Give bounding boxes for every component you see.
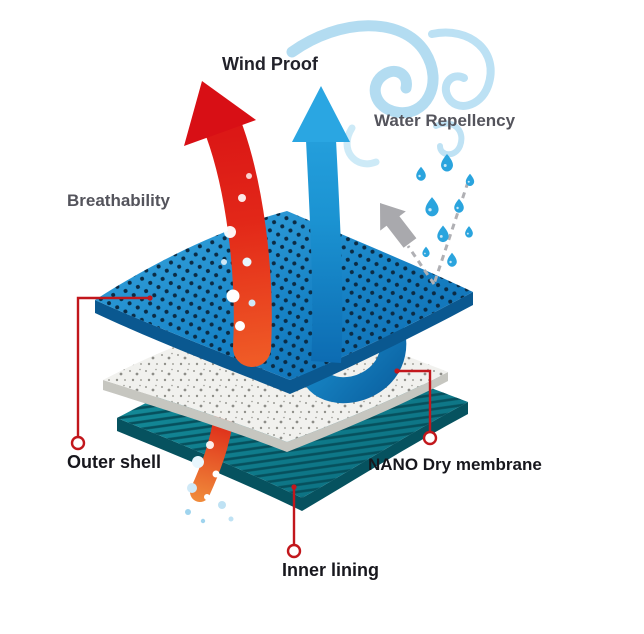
repellency-dashed-path	[406, 181, 470, 285]
outer-shell-callout	[70, 295, 153, 451]
outer-shell-label: Outer shell	[67, 452, 162, 472]
repellency-bounce-arrow	[380, 203, 417, 248]
nano-dry-membrane-callout	[394, 368, 438, 446]
wind-proof-label: Wind Proof	[222, 54, 318, 74]
breathability-label: Breathability	[67, 191, 170, 210]
water-repellency-graphics	[380, 154, 475, 285]
wind-proof-arrow	[292, 86, 350, 363]
outer-shell-layer	[95, 211, 473, 394]
inner-lining-callout	[286, 484, 302, 559]
callout-lines	[70, 295, 438, 559]
breathability-arrow	[184, 81, 272, 367]
nano-dry-membrane-label: NANO Dry membrane	[368, 455, 542, 474]
inner-lining-label: Inner lining	[282, 560, 379, 580]
wind-swirl-graphics	[286, 20, 495, 168]
water-repellency-label: Water Repellency	[374, 111, 516, 130]
